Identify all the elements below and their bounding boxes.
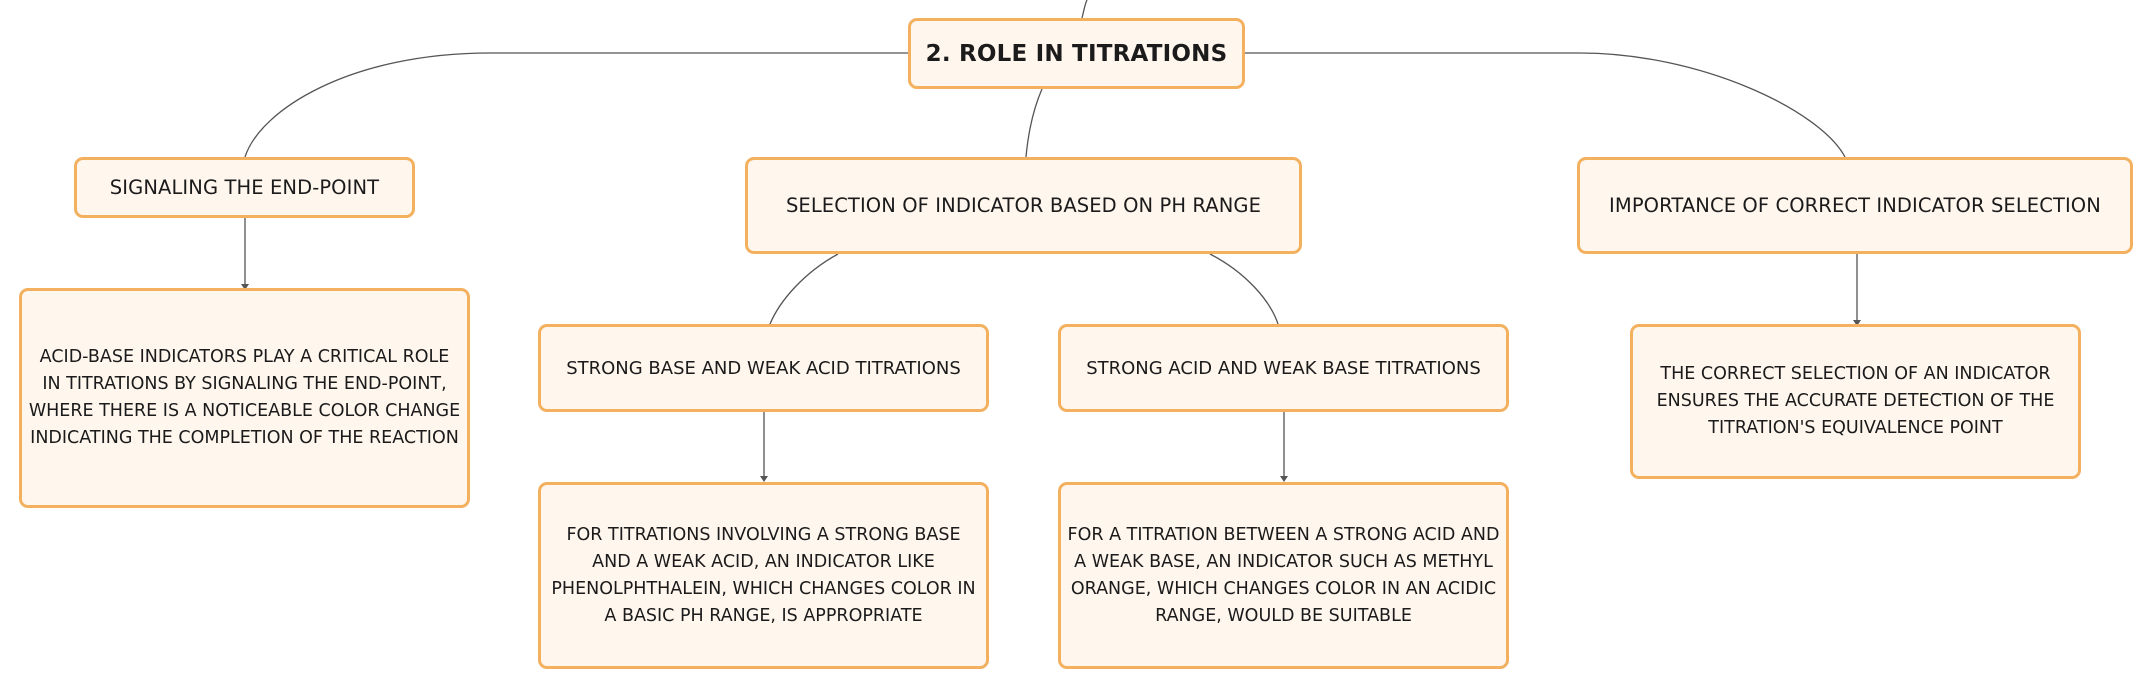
connector-selection-to-strong-acid: [1209, 253, 1279, 325]
connector-root-to-importance: [1245, 52, 1846, 158]
connector-root-to-signaling: [244, 52, 908, 158]
subbranch-strong-base-weak-acid[interactable]: STRONG BASE AND WEAK ACID TITRATIONS: [538, 324, 989, 412]
branch-importance-of-selection-label: IMPORTANCE OF CORRECT INDICATOR SELECTIO…: [1609, 194, 2101, 217]
root-node-label: 2. ROLE IN TITRATIONS: [925, 40, 1228, 67]
desc-signaling-end-point[interactable]: ACID-BASE INDICATORS PLAY A CRITICAL ROL…: [19, 288, 470, 508]
branch-selection-of-indicator[interactable]: SELECTION OF INDICATOR BASED ON PH RANGE: [745, 157, 1302, 254]
desc-strong-acid-weak-base-text: FOR A TITRATION BETWEEN A STRONG ACID AN…: [1067, 524, 1500, 626]
desc-importance-of-selection-text: THE CORRECT SELECTION OF AN INDICATOR EN…: [1656, 364, 2055, 438]
connector-parent-to-root: [1081, 0, 1088, 19]
branch-selection-of-indicator-label: SELECTION OF INDICATOR BASED ON PH RANGE: [785, 194, 1262, 217]
desc-signaling-end-point-text: ACID-BASE INDICATORS PLAY A CRITICAL ROL…: [28, 347, 461, 448]
subbranch-strong-acid-weak-base-label: STRONG ACID AND WEAK BASE TITRATIONS: [1086, 357, 1481, 379]
branch-importance-of-selection[interactable]: IMPORTANCE OF CORRECT INDICATOR SELECTIO…: [1577, 157, 2133, 254]
desc-strong-base-weak-acid[interactable]: FOR TITRATIONS INVOLVING A STRONG BASE A…: [538, 482, 989, 669]
root-node[interactable]: 2. ROLE IN TITRATIONS: [908, 18, 1245, 89]
subbranch-strong-base-weak-acid-label: STRONG BASE AND WEAK ACID TITRATIONS: [566, 357, 961, 379]
desc-strong-base-weak-acid-text: FOR TITRATIONS INVOLVING A STRONG BASE A…: [551, 524, 976, 626]
connector-root-to-selection: [1025, 88, 1043, 158]
branch-signaling-end-point-label: SIGNALING THE END-POINT: [109, 176, 380, 199]
desc-importance-of-selection[interactable]: THE CORRECT SELECTION OF AN INDICATOR EN…: [1630, 324, 2081, 479]
subbranch-strong-acid-weak-base[interactable]: STRONG ACID AND WEAK BASE TITRATIONS: [1058, 324, 1509, 412]
desc-strong-acid-weak-base[interactable]: FOR A TITRATION BETWEEN A STRONG ACID AN…: [1058, 482, 1509, 669]
branch-signaling-end-point[interactable]: SIGNALING THE END-POINT: [74, 157, 415, 218]
connector-selection-to-strong-base: [769, 253, 839, 325]
